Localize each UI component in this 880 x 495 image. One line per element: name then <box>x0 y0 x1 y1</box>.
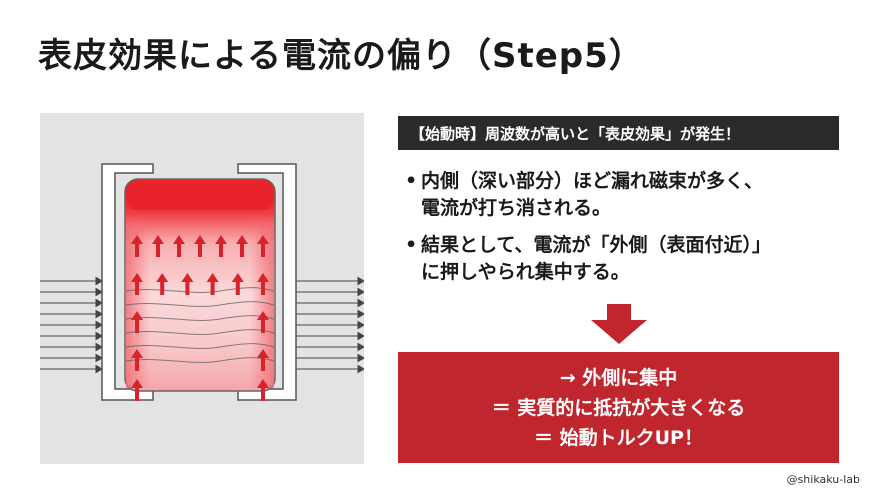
current-arrow-up <box>131 235 143 257</box>
arrow-head <box>181 273 194 282</box>
result-line: → 外側に集中 <box>559 366 678 389</box>
bullet-line: 電流が打ち消される。 <box>421 197 612 219</box>
arrow-shaft <box>261 387 265 401</box>
result-box: → 外側に集中 ＝ 実質的に抵抗が大きくなる ＝ 始動トルクUP！ <box>398 352 839 463</box>
arrow-head <box>131 273 143 282</box>
arrow-shaft <box>135 387 139 401</box>
down-arrow-icon <box>591 304 647 344</box>
arrow-head <box>152 235 164 244</box>
arrow-shaft <box>261 319 265 333</box>
inner-flux-line <box>125 357 275 363</box>
arrow-head <box>231 273 244 282</box>
current-arrow-up <box>257 311 269 333</box>
arrow-shaft <box>135 281 139 295</box>
arrow-head <box>257 235 269 244</box>
current-arrow-up <box>131 273 143 295</box>
current-arrow-up <box>131 349 143 371</box>
current-arrow-up <box>257 379 269 401</box>
arrow-head <box>131 235 143 244</box>
arrow-shaft <box>198 243 202 257</box>
bullet-marker: • <box>405 234 418 256</box>
arrow-head <box>206 273 219 282</box>
arrow-shaft <box>261 281 265 295</box>
current-arrow-up <box>173 235 185 257</box>
arrow-shaft <box>156 243 160 257</box>
arrow-shaft <box>185 281 190 295</box>
arrow-head <box>236 235 248 244</box>
magnetic-flux-lines <box>40 276 364 374</box>
bullet-marker: • <box>405 170 418 192</box>
arrow-head <box>131 311 143 320</box>
arrow-head <box>194 235 206 244</box>
current-arrow-up <box>257 235 269 257</box>
arrow-shaft <box>240 243 244 257</box>
inner-flux-line <box>125 343 275 349</box>
current-arrow-up <box>131 311 143 333</box>
rotor-bar-slot <box>124 178 276 392</box>
arrow-shaft <box>261 243 265 257</box>
page-title: 表皮効果による電流の偏り（Step5） <box>38 36 644 76</box>
left-core-bracket <box>101 163 154 401</box>
arrow-head <box>131 349 143 358</box>
arrow-shaft <box>177 243 181 257</box>
surface-current-band <box>126 180 274 210</box>
current-arrow-up <box>152 235 164 257</box>
bullet-line: 結果として、電流が「外側（表面付近）」 <box>421 234 771 256</box>
current-arrow-up <box>156 273 169 295</box>
current-arrow-up <box>257 273 269 295</box>
arrow-shaft <box>135 357 139 371</box>
current-arrow-up <box>131 379 143 401</box>
arrow-head <box>257 379 269 388</box>
current-arrow-up <box>257 349 269 371</box>
bullet-line: に押しやられ集中する。 <box>421 261 630 283</box>
arrow-shaft <box>261 357 265 371</box>
bullet-item: • 結果として、電流が「外側（表面付近）」 に押しやられ集中する。 <box>405 232 845 286</box>
current-arrow-up <box>206 273 219 295</box>
current-arrows <box>131 235 269 401</box>
explanation-list: • 内側（深い部分）ほど漏れ磁束が多く、 電流が打ち消される。 • 結果として、… <box>405 168 845 296</box>
arrow-shaft <box>235 281 240 295</box>
bullet-line: 内側（深い部分）ほど漏れ磁束が多く、 <box>421 170 764 192</box>
arrow-head <box>173 235 185 244</box>
arrow-head <box>257 273 269 282</box>
bullet-item: • 内側（深い部分）ほど漏れ磁束が多く、 電流が打ち消される。 <box>405 168 845 222</box>
arrow-head <box>215 235 227 244</box>
arrow-shaft <box>160 281 165 295</box>
current-arrow-up <box>231 273 244 295</box>
arrow-head <box>257 311 269 320</box>
arrow-head <box>131 379 143 388</box>
current-arrow-up <box>194 235 206 257</box>
current-arrow-up <box>236 235 248 257</box>
arrow-head <box>156 273 169 282</box>
arrow-shaft <box>210 281 215 295</box>
result-line: ＝ 実質的に抵抗が大きくなる <box>491 396 746 419</box>
arrow-shaft <box>135 319 139 333</box>
result-line: ＝ 始動トルクUP！ <box>534 426 703 449</box>
watermark: @shikaku-lab <box>786 473 860 486</box>
inner-flux-line <box>125 287 275 293</box>
rotor-slot-diagram <box>40 113 364 464</box>
current-arrow-up <box>215 235 227 257</box>
arrow-head <box>257 349 269 358</box>
arrow-shaft <box>135 243 139 257</box>
arrow-shaft <box>219 243 223 257</box>
header-banner: 【始動時】周波数が高いと「表皮効果」が発生！ <box>398 116 839 150</box>
inner-flux-line <box>125 301 275 307</box>
inner-flux-line <box>125 329 275 335</box>
current-arrow-up <box>181 273 194 295</box>
